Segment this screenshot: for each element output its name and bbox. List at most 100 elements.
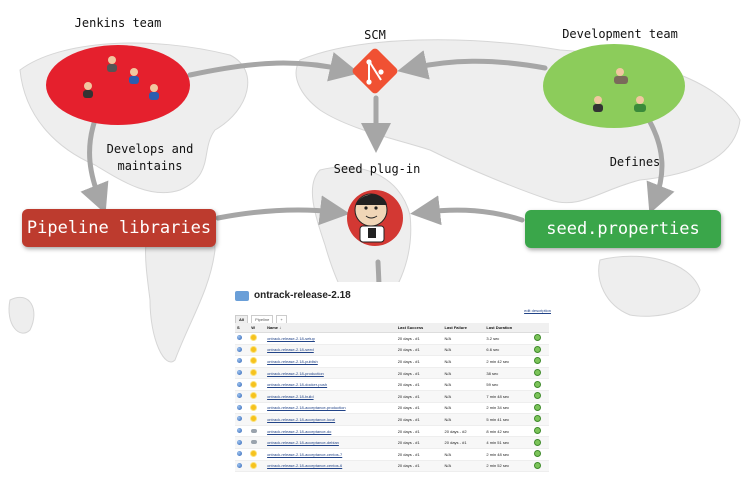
last-duration-cell: 38 sec [484, 367, 532, 380]
last-failure-cell: N/A [442, 355, 485, 368]
clock-icon[interactable] [533, 461, 541, 469]
col-status[interactable]: S [235, 323, 250, 333]
jenkins-butler-icon [347, 190, 403, 246]
arrow-dev-to-scm [397, 50, 548, 80]
blue-ball-icon [237, 439, 242, 445]
blue-ball-icon [237, 416, 242, 422]
clock-icon[interactable] [533, 427, 541, 435]
status-cell [235, 436, 250, 449]
last-failure-cell: N/A [442, 390, 485, 403]
job-name-cell[interactable]: ontrack-release-2.18-production [265, 367, 396, 380]
last-failure-cell: N/A [442, 460, 485, 473]
jobs-table-header: S W Name ↓ Last Success Last Failure Las… [235, 323, 549, 333]
job-name-cell[interactable]: ontrack-release-2.18-acceptance-local [265, 413, 396, 426]
job-name-cell[interactable]: ontrack-release-2.18-acceptance-producti… [265, 402, 396, 415]
job-name-cell[interactable]: ontrack-release-2.18-acceptance-do [265, 425, 396, 438]
build-cell[interactable] [531, 367, 549, 380]
build-cell[interactable] [531, 448, 549, 461]
sun-icon [251, 346, 257, 352]
build-cell[interactable] [531, 436, 549, 449]
sun-icon [251, 381, 257, 387]
develops-and-maintains-label: Develops and maintains [106, 142, 194, 173]
clock-icon[interactable] [533, 345, 541, 353]
defines-label: Defines [609, 155, 661, 169]
col-last-failure[interactable]: Last Failure [442, 323, 485, 333]
job-name-cell[interactable]: ontrack-release-2.18-acceptance-centos-6 [265, 460, 396, 473]
jobs-table: S W Name ↓ Last Success Last Failure Las… [235, 323, 549, 473]
cloud-icon [251, 428, 258, 433]
last-failure-cell: 20 days - #1 [442, 436, 485, 449]
pipeline-libraries-box: Pipeline libraries [22, 209, 216, 247]
weather-cell [249, 378, 266, 391]
build-cell[interactable] [531, 332, 549, 345]
blue-ball-icon [237, 462, 242, 468]
seed-properties-box: seed.properties [525, 210, 721, 248]
blue-ball-icon [237, 358, 242, 364]
last-duration-cell: 5 min 41 sec [484, 413, 532, 426]
clock-icon[interactable] [533, 357, 541, 365]
weather-cell [249, 402, 266, 415]
job-name-cell[interactable]: ontrack-release-2.18-build [265, 390, 396, 403]
col-name[interactable]: Name ↓ [265, 323, 396, 333]
jenkins-team-ellipse [46, 45, 190, 125]
last-duration-cell: 4 min 51 sec [484, 436, 532, 449]
view-title-text: ontrack-release-2.18 [254, 290, 351, 301]
last-success-cell: 20 days - #1 [395, 367, 443, 380]
build-cell[interactable] [531, 378, 549, 391]
clock-icon[interactable] [533, 415, 541, 423]
status-cell [235, 378, 250, 391]
jenkins-view-screenshot: ontrack-release-2.18 edit description Al… [233, 282, 551, 473]
last-failure-cell: N/A [442, 413, 485, 426]
status-cell [235, 390, 250, 403]
clock-icon[interactable] [533, 380, 541, 388]
last-duration-cell: 2 min 34 sec [484, 402, 532, 415]
edit-description-link[interactable]: edit description [524, 308, 551, 313]
job-name-cell[interactable]: ontrack-release-2.18-acceptance-centos-7 [265, 448, 396, 461]
job-name-cell[interactable]: ontrack-release-2.18-seed [265, 344, 396, 357]
blue-ball-icon [237, 428, 242, 434]
people-icon [593, 68, 646, 112]
clock-icon[interactable] [533, 392, 541, 400]
clock-icon[interactable] [533, 403, 541, 411]
status-cell [235, 344, 250, 357]
col-last-success[interactable]: Last Success [395, 323, 443, 333]
arrow-seedprops-to-seed [410, 195, 525, 226]
clock-icon[interactable] [533, 369, 541, 377]
status-cell [235, 413, 250, 426]
blue-ball-icon [237, 370, 242, 376]
weather-cell [249, 367, 266, 380]
last-duration-cell: 59 sec [484, 378, 532, 391]
job-name-cell[interactable]: ontrack-release-2.18-publish [265, 355, 396, 368]
col-build [531, 323, 549, 333]
build-cell[interactable] [531, 413, 549, 426]
job-name-cell[interactable]: ontrack-release-2.18-acceptance-debian [265, 436, 396, 449]
job-name-cell[interactable]: ontrack-release-2.18-docker-push [265, 378, 396, 391]
clock-icon[interactable] [533, 438, 541, 446]
development-team-label: Development team [562, 27, 678, 41]
table-row: ontrack-release-2.18-acceptance-centos-7… [235, 448, 549, 461]
col-weather[interactable]: W [249, 323, 266, 333]
last-failure-cell: N/A [442, 332, 485, 345]
git-icon [352, 48, 398, 94]
build-cell[interactable] [531, 402, 549, 415]
build-cell[interactable] [531, 355, 549, 368]
development-team-ellipse [543, 44, 685, 128]
clock-icon[interactable] [533, 334, 541, 342]
last-failure-cell: N/A [442, 367, 485, 380]
clock-icon[interactable] [533, 450, 541, 458]
table-row: ontrack-release-2.18-acceptance-producti… [235, 402, 549, 415]
arrow-jenkins-to-scm [187, 52, 360, 82]
build-cell[interactable] [531, 390, 549, 403]
job-name-cell[interactable]: ontrack-release-2.18-setup [265, 332, 396, 345]
build-cell[interactable] [531, 425, 549, 438]
status-cell [235, 332, 250, 345]
col-last-duration[interactable]: Last Duration [484, 323, 532, 333]
build-cell[interactable] [531, 460, 549, 473]
last-failure-cell: N/A [442, 344, 485, 357]
weather-cell [249, 390, 266, 403]
build-cell[interactable] [531, 344, 549, 357]
